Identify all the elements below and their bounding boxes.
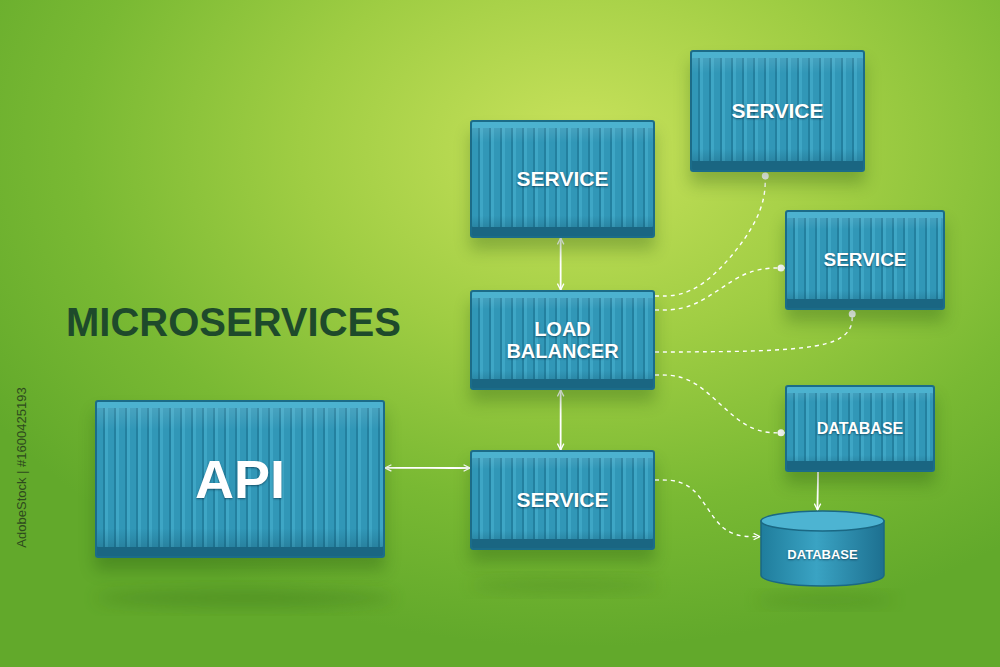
connector-dot (762, 173, 769, 180)
shadow (470, 578, 660, 592)
connector (655, 480, 760, 537)
connector (560, 390, 562, 450)
node-label: LOAD BALANCER (500, 318, 625, 363)
container-box: SERVICE (470, 120, 655, 238)
node-label: SERVICE (517, 167, 609, 191)
node-label: SERVICE (823, 249, 906, 270)
container-box: SERVICE (785, 210, 945, 310)
connector-dot (778, 429, 785, 436)
node-label: API (195, 449, 285, 509)
shadow (755, 594, 895, 606)
connector (655, 268, 785, 310)
container-box: LOAD BALANCER (470, 290, 655, 390)
container-box: SERVICE (690, 50, 865, 172)
connector (385, 467, 470, 469)
connector (655, 310, 852, 352)
container-box: SERVICE (470, 450, 655, 550)
node-label: DATABASE (817, 420, 904, 438)
shadow (95, 589, 395, 607)
cylinder-top (761, 511, 884, 531)
connector (655, 375, 785, 433)
node-label: DATABASE (787, 548, 857, 563)
node-label: SERVICE (732, 99, 824, 123)
node-label: SERVICE (517, 488, 609, 512)
connector (817, 472, 819, 510)
container-box: API (95, 400, 385, 558)
diagram-title: MICROSERVICES (66, 300, 401, 345)
database-cylinder: DATABASE (760, 510, 885, 586)
connector (560, 238, 562, 290)
watermark: AdobeStock | #1600425193 (14, 363, 29, 573)
connector-dot (778, 265, 785, 272)
connector-dot (849, 311, 856, 318)
connector (655, 172, 765, 296)
container-box: DATABASE (785, 385, 935, 472)
